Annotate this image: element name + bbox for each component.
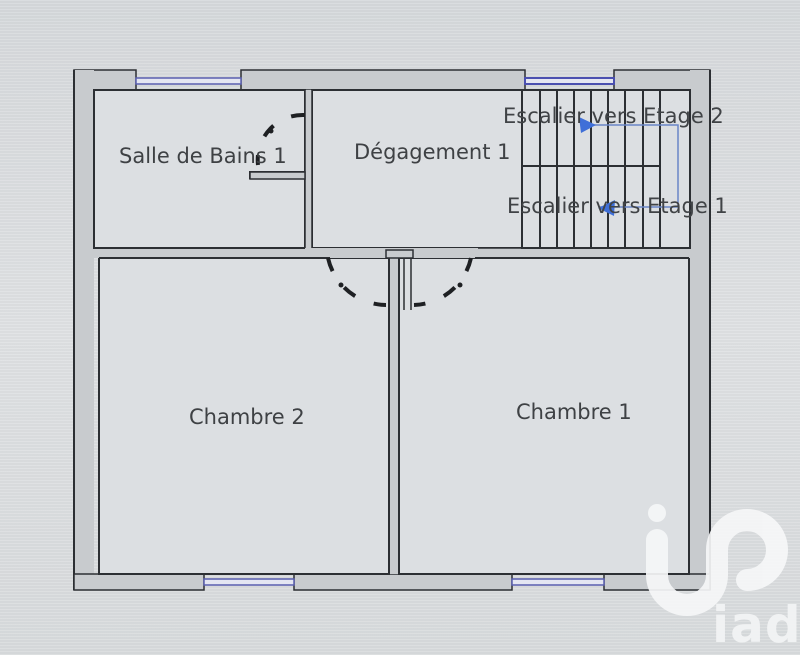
arrow-left-icon: [598, 200, 615, 216]
stair-direction-path: [585, 124, 679, 208]
room-salle-de-bains-1: [93, 89, 306, 249]
room-chambre-1: [398, 257, 690, 575]
iad-watermark-text: iad: [712, 596, 800, 654]
room-degagement-1: [311, 89, 523, 249]
iad-logo-icon: [646, 504, 789, 616]
door-hinge-dots: [268, 128, 463, 288]
staircase: [521, 89, 691, 249]
arrow-right-icon: [579, 117, 596, 133]
stair-label-down: Escalier vers Etage 1: [507, 194, 728, 218]
room-chambre-2: [98, 257, 390, 575]
stair-label-up: Escalier vers Etage 2: [503, 104, 724, 128]
room-label-chambre-1: Chambre 1: [516, 400, 632, 424]
rooms: [93, 89, 690, 575]
room-label-degagement-1: Dégagement 1: [354, 140, 511, 164]
room-label-chambre-2: Chambre 2: [189, 405, 305, 429]
room-label-salle-de-bains-1: Salle de Bains 1: [119, 144, 287, 168]
windows: [135, 77, 615, 586]
